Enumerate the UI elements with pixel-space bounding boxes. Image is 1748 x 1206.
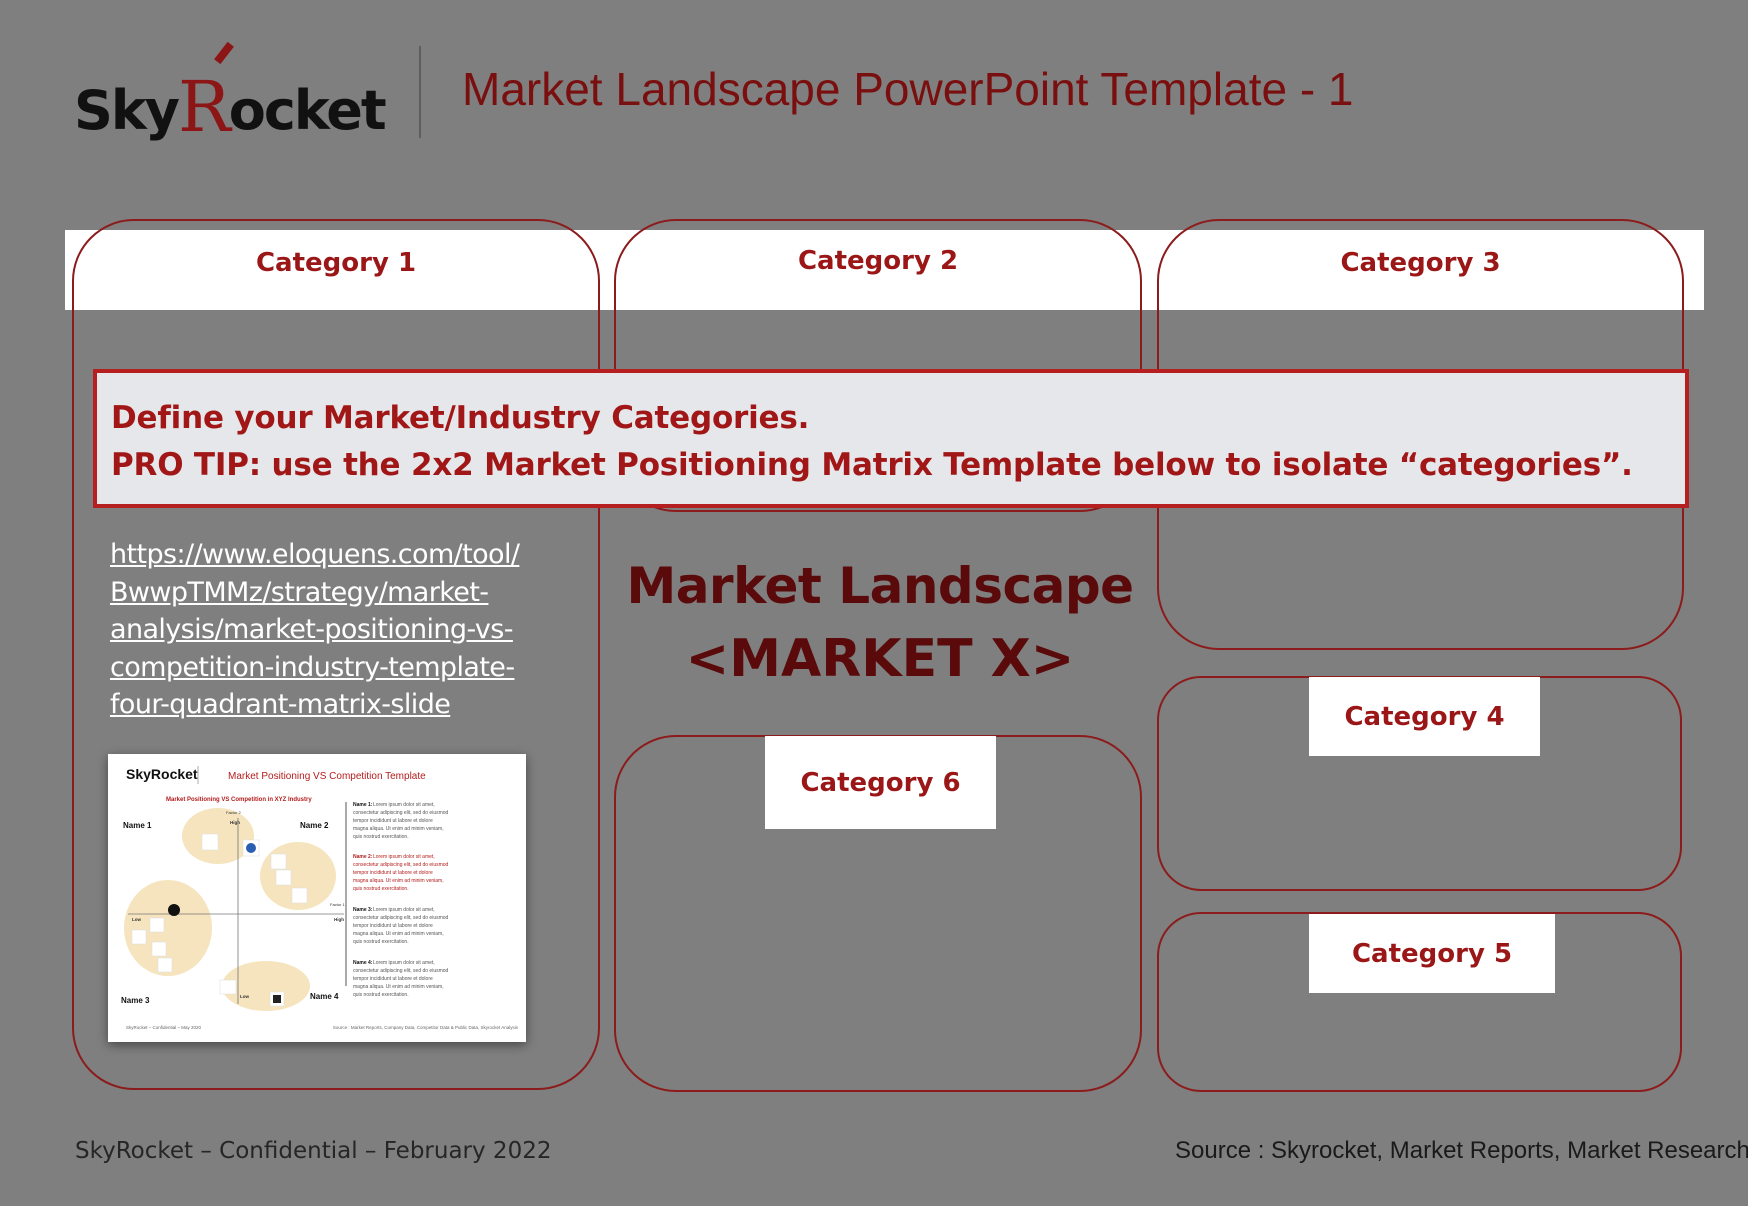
thumb-cube-mark <box>273 995 281 1003</box>
thumb-note-text: quis nostrud exercitation. <box>353 992 409 998</box>
link-line[interactable]: competition-industry-template- <box>110 651 515 683</box>
pro-tip-line-2: PRO TIP: use the 2x2 Market Positioning … <box>111 447 1633 483</box>
thumb-note-text: tempor incididunt ut labore et dolore <box>353 870 433 876</box>
market-landscape-line-2: <MARKET X> <box>685 629 1075 689</box>
logo-rocket-tick-icon <box>214 41 234 65</box>
thumb-quadrant-name4: Name 4 <box>310 992 339 1001</box>
thumb-animal-logo-icon <box>131 929 147 945</box>
thumb-factor1-label: Factor 1 <box>330 902 345 907</box>
thumb-note-text: magna aliqua. Ut enim ad minim veniam, <box>353 826 444 832</box>
category-1-panel <box>72 219 600 1090</box>
thumb-note-text: consectetur adipiscing elit, sed do eius… <box>353 862 449 868</box>
thumb-note-text: magna aliqua. Ut enim ad minim veniam, <box>353 931 444 937</box>
thumb-cluster-name4 <box>222 961 310 1011</box>
link-line[interactable]: https://www.eloquens.com/tool/ <box>110 539 520 570</box>
link-line[interactable]: analysis/market-positioning-vs- <box>110 614 513 645</box>
thumb-note-text: Lorem ipsum dolor sit amet, <box>373 802 435 808</box>
category-5-label: Category 5 <box>1351 938 1513 969</box>
thumb-title: Market Positioning VS Competition Templa… <box>228 771 426 782</box>
thumb-note-label: Name 2: <box>353 854 373 860</box>
template-link[interactable]: https://www.eloquens.com/tool/ BwwpTMMz/… <box>110 536 540 724</box>
thumb-note-label: Name 1: <box>353 802 373 808</box>
thumb-note-text: tempor incididunt ut labore et dolore <box>353 818 433 824</box>
thumb-logo: SkyRocket <box>126 766 198 782</box>
thumb-note-text: Lorem ipsum dolor sit amet, <box>373 960 435 966</box>
thumb-money-logo-icon <box>219 979 237 995</box>
category-3-label: Category 3 <box>1340 248 1501 278</box>
thumb-note-text: tempor incididunt ut labore et dolore <box>353 976 433 982</box>
category-1-label: Category 1 <box>255 248 417 278</box>
thumb-note-text: magna aliqua. Ut enim ad minim veniam, <box>353 984 444 990</box>
thumb-dark-logo-icon <box>168 904 180 916</box>
thumb-bird-logo-icon <box>151 941 167 957</box>
skyrocket-logo: SkyRocket <box>74 40 387 148</box>
thumb-flower-logo-icon <box>157 957 173 973</box>
thumb-footer-right: Source : Market Reports, Company Data, C… <box>333 1025 519 1030</box>
thumb-note-text: Lorem ipsum dolor sit amet, <box>373 907 435 913</box>
thumb-a-logo-icon <box>149 917 165 933</box>
link-line[interactable]: four-quadrant-matrix-slide <box>110 689 451 720</box>
thumb-notes: Name 1: consectetur adipiscing elit, sed… <box>353 802 449 998</box>
category-4-label-box: Category 4 <box>1309 677 1540 756</box>
footer-confidential: SkyRocket – Confidential – February 2022 <box>75 1138 552 1164</box>
thumb-quadrant-name1: Name 1 <box>123 821 152 830</box>
thumb-cluster-name3 <box>124 880 212 976</box>
thumb-quadrant-name2: Name 2 <box>300 821 329 830</box>
thumb-high-label: High <box>230 820 240 825</box>
thumb-note-label: Name 3: <box>353 907 373 913</box>
market-landscape-title: Market Landscape <MARKET X> <box>620 550 1140 696</box>
thumb-note-text: quis nostrud exercitation. <box>353 834 409 840</box>
category-6-label-box: Category 6 <box>765 736 996 829</box>
thumb-footer-left: SkyRocket – Confidential – May 2020 <box>126 1025 202 1030</box>
positioning-matrix-thumbnail[interactable]: SkyRocket Market Positioning VS Competit… <box>108 754 526 1042</box>
category-5-label-box: Category 5 <box>1309 914 1555 993</box>
thumb-note-text: magna aliqua. Ut enim ad minim veniam, <box>353 878 444 884</box>
thumb-note-text: consectetur adipiscing elit, sed do eius… <box>353 968 449 974</box>
category-5-panel <box>1157 912 1682 1092</box>
thumb-arrow-logo-icon <box>291 887 308 904</box>
category-6-label: Category 6 <box>800 767 961 798</box>
pro-tip-line-1: Define your Market/Industry Categories. <box>111 400 810 436</box>
thumb-factor2-label: Factor 2 <box>226 810 241 815</box>
header-divider <box>419 46 421 138</box>
thumb-note-text: quis nostrud exercitation. <box>353 886 409 892</box>
thumb-note-text: consectetur adipiscing elit, sed do eius… <box>353 915 449 921</box>
thumb-orange-logo-icon <box>275 869 292 886</box>
thumb-note-text: quis nostrud exercitation. <box>353 939 409 945</box>
thumb-c-logo-mark <box>246 843 256 853</box>
thumb-note-text: Lorem ipsum dolor sit amet, <box>373 854 435 860</box>
category-2-label: Category 2 <box>797 246 959 276</box>
thumb-high-label-x: High <box>334 917 344 922</box>
thumb-fox-icon <box>201 833 219 851</box>
slide-title: Market Landscape PowerPoint Template - 1 <box>462 63 1354 115</box>
footer-source: Source : Skyrocket, Market Reports, Mark… <box>1175 1137 1748 1164</box>
thumb-green-logo-icon <box>270 853 287 870</box>
category-4-label: Category 4 <box>1344 701 1505 732</box>
thumb-low-label-y: Low <box>240 994 249 999</box>
market-landscape-line-1: Market Landscape <box>626 557 1134 615</box>
link-line[interactable]: BwwpTMMz/strategy/market- <box>110 576 489 608</box>
logo-text: SkyRocket <box>74 66 387 148</box>
pro-tip-box: Define your Market/Industry Categories. … <box>93 369 1689 508</box>
thumb-note-label: Name 4: <box>353 960 373 966</box>
thumb-subtitle: Market Positioning VS Competition in XYZ… <box>166 797 312 803</box>
thumb-low-label-x: Low <box>132 917 141 922</box>
thumb-note-text: tempor incididunt ut labore et dolore <box>353 923 433 929</box>
thumb-quadrant-name3: Name 3 <box>121 996 150 1005</box>
category-2-panel <box>614 219 1142 512</box>
thumb-note-text: consectetur adipiscing elit, sed do eius… <box>353 810 449 816</box>
category-header-band <box>65 230 1704 310</box>
